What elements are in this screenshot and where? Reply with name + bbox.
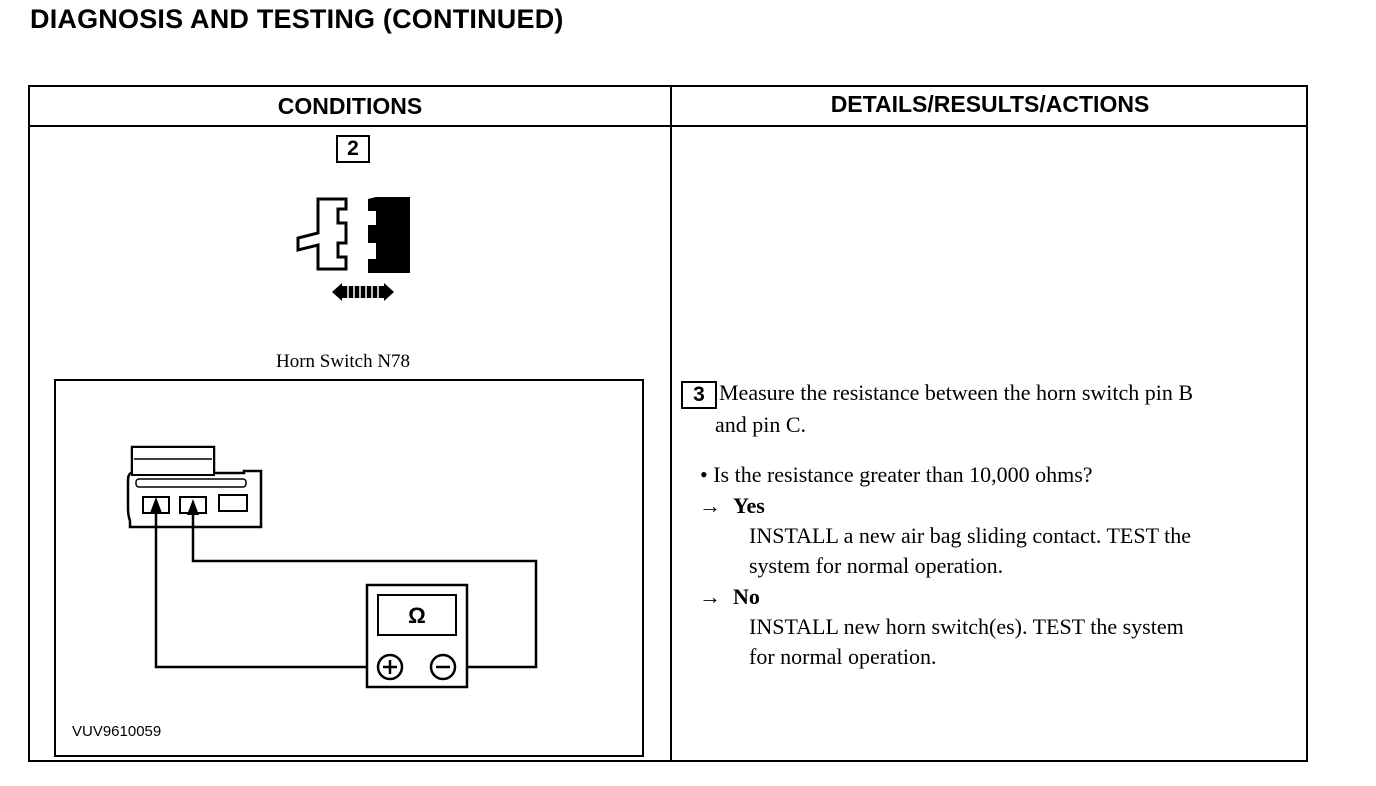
page-title: DIAGNOSIS AND TESTING (CONTINUED) xyxy=(30,4,564,34)
connector-caption: Horn Switch N78 xyxy=(276,351,411,372)
wiring-figure: Ω VUV9610059 xyxy=(54,379,644,757)
conditions-header: CONDITIONS xyxy=(277,93,423,119)
step-3-badge: 3 xyxy=(681,381,717,409)
ohmmeter-wiring-diagram: Ω xyxy=(126,445,538,689)
diagnosis-table: CONDITIONS DETAILS/RESULTS/ACTIONS 2 Hor… xyxy=(28,85,1308,762)
question-text: • Is the resistance greater than 10,000 … xyxy=(700,462,1093,487)
step-2-badge: 2 xyxy=(336,135,370,163)
figure-code: VUV9610059 xyxy=(72,723,162,740)
column-divider xyxy=(670,87,672,760)
yes-action-line-1: INSTALL a new air bag sliding contact. T… xyxy=(749,523,1192,548)
details-header: DETAILS/RESULTS/ACTIONS xyxy=(830,91,1150,117)
header-divider xyxy=(30,125,1306,127)
no-label: No xyxy=(733,584,760,609)
no-action-line-2: for normal operation. xyxy=(749,644,937,669)
instruction-line-2: and pin C. xyxy=(715,412,807,437)
yes-action-line-2: system for normal operation. xyxy=(749,553,1004,578)
ohm-symbol: Ω xyxy=(408,603,426,628)
instruction-line-1: Measure the resistance between the horn … xyxy=(719,380,1194,405)
yes-label: Yes xyxy=(733,493,765,518)
connector-disconnect-icon xyxy=(296,197,410,301)
yes-arrow: → xyxy=(699,493,721,518)
no-arrow: → xyxy=(699,584,721,609)
no-action-line-1: INSTALL new horn switch(es). TEST the sy… xyxy=(749,614,1184,639)
